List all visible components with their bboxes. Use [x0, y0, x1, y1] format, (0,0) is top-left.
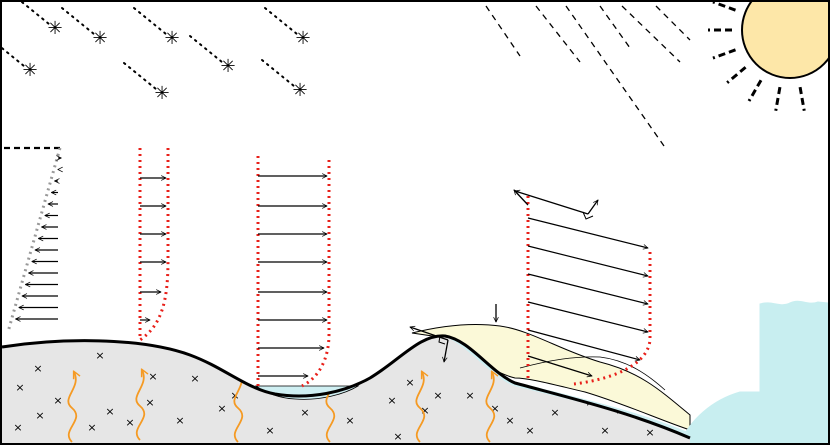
snow-streak [189, 35, 223, 63]
ground-mark: × [145, 396, 154, 409]
wind-arrow [527, 301, 648, 332]
snowflake-icon: ✳ [47, 18, 62, 39]
snowflake-icon: ✳ [164, 28, 179, 49]
ground-mark: × [53, 394, 62, 407]
heat-arrow-icon [233, 372, 242, 443]
ground-mark: × [393, 430, 402, 443]
lake-water [679, 300, 829, 444]
sun-ray [712, 48, 737, 60]
wind-profile-linear [4, 146, 62, 333]
ground-mark: × [13, 421, 22, 434]
slope-profile-arrows [527, 217, 648, 376]
snowflake-icon: ✳ [220, 56, 235, 77]
ground-mark: × [190, 372, 199, 385]
sun-ray [712, 0, 737, 12]
rain-streak [485, 5, 521, 57]
snow-streak [0, 45, 25, 67]
wind-arrow [527, 329, 640, 360]
snow-layer [411, 323, 691, 431]
linear-profile-arrows [16, 158, 62, 319]
ground-mark: × [645, 426, 654, 439]
ground-mark: × [95, 349, 104, 362]
wind-arrow [527, 217, 648, 248]
rain-streak [599, 5, 631, 49]
snowflake-icon: ✳ [292, 80, 307, 101]
heat-arrow-icon [415, 372, 424, 443]
heat-arrow-icon [67, 372, 76, 443]
uniform-profile-arrows [258, 176, 327, 376]
snowflake-icon: ✳ [154, 83, 169, 104]
ground-mark: × [125, 416, 134, 429]
ground-mark: × [35, 409, 44, 422]
ground-mark: × [87, 421, 96, 434]
rain-streak [655, 5, 691, 41]
sun-ray [726, 66, 747, 84]
heat-arrow-icon [135, 370, 144, 441]
log-profile-arrows [140, 178, 166, 320]
snow-streak [61, 7, 95, 35]
slope-parallel-arrow [515, 191, 589, 215]
sun-rays [708, 0, 806, 112]
ground-mark: × [300, 406, 309, 419]
ground-mark: × [148, 370, 157, 383]
snow-streak [133, 7, 167, 35]
wind-arrow [527, 245, 648, 276]
heat-arrow-icon [485, 372, 494, 443]
sun-ray [747, 79, 763, 102]
snow-streak [261, 59, 295, 87]
ground-mark: × [525, 424, 534, 437]
rain-streaks [485, 5, 691, 147]
ground-mark: × [105, 405, 114, 418]
ground-mark: × [265, 424, 274, 437]
wind-profile-uniform [256, 156, 331, 388]
slope-perp-arrow [587, 200, 599, 215]
right-angle-mark [582, 211, 594, 220]
sun-ray [774, 86, 782, 112]
snow-layer-inner-line [519, 356, 666, 391]
ground-mark: × [387, 394, 396, 407]
rain-streak [535, 5, 581, 63]
ground-mark: × [600, 424, 609, 437]
snowflake-icon: ✳ [295, 28, 310, 49]
ground-mark: × [490, 402, 499, 415]
snow-flakes: ✳ ✳ ✳ ✳ ✳ ✳ ✳ ✳ [0, 0, 311, 104]
ground-surface-line [1, 334, 691, 440]
snow-streak [123, 62, 157, 90]
ground-mark: × [465, 389, 474, 402]
ground-mark: × [550, 406, 559, 419]
sun-ray [798, 86, 806, 112]
wind-profile-slope [514, 190, 652, 386]
ground-mark: × [505, 414, 514, 427]
wind-arrow [527, 355, 592, 376]
slope-water-film [448, 338, 688, 436]
ground-mark: × [405, 376, 414, 389]
ridge-crest-arrows [410, 304, 496, 362]
ground-mark: × [175, 414, 184, 427]
ground-mark: × [433, 389, 442, 402]
ground-mark: × [33, 362, 42, 375]
sun [708, 0, 830, 112]
ground-mark: × [345, 414, 354, 427]
snowflake-icon: ✳ [92, 28, 107, 49]
ground-mark: × [15, 381, 24, 394]
ground-mark: × [420, 404, 429, 417]
ground-mark: × [217, 402, 226, 415]
snowflake-icon: ✳ [22, 60, 37, 81]
wind-arrow [527, 273, 648, 304]
rain-streak [621, 5, 681, 63]
snow-streak [264, 7, 298, 35]
wind-profile-log [138, 148, 170, 342]
snow-streak [17, 0, 50, 25]
